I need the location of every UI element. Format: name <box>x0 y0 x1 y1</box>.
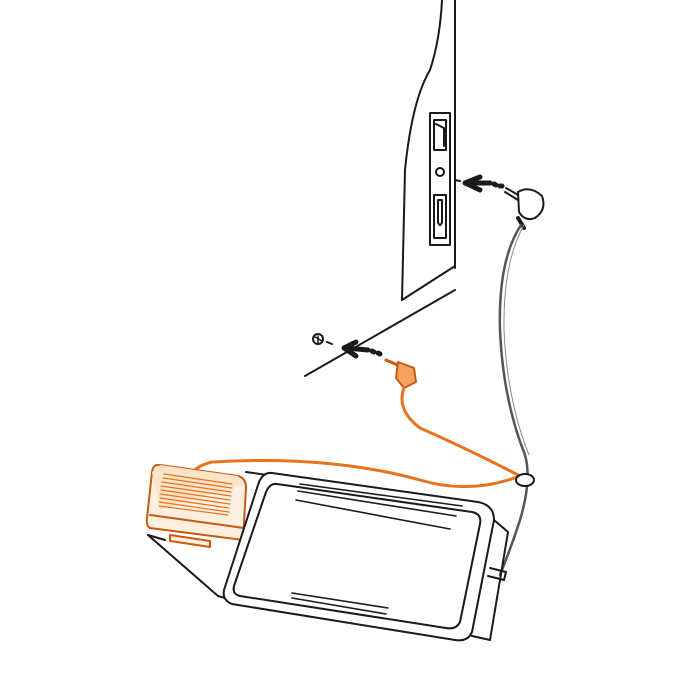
controller-plug <box>504 187 545 230</box>
orange-cord <box>400 386 522 478</box>
foot-pedal <box>147 471 509 642</box>
foot-controller-top-box <box>145 463 247 548</box>
power-socket <box>433 194 447 239</box>
cord-clip <box>515 473 535 487</box>
connector-panel <box>429 112 451 246</box>
arrow-left-icon <box>341 339 383 359</box>
jack-hole <box>312 333 333 345</box>
controller-jack <box>435 167 445 177</box>
power-switch <box>433 119 447 151</box>
controller-cable <box>498 223 529 577</box>
table-edge <box>304 289 456 377</box>
machine-side <box>304 0 456 377</box>
arrow-left-icon <box>454 174 505 193</box>
orange-plug <box>384 358 417 389</box>
